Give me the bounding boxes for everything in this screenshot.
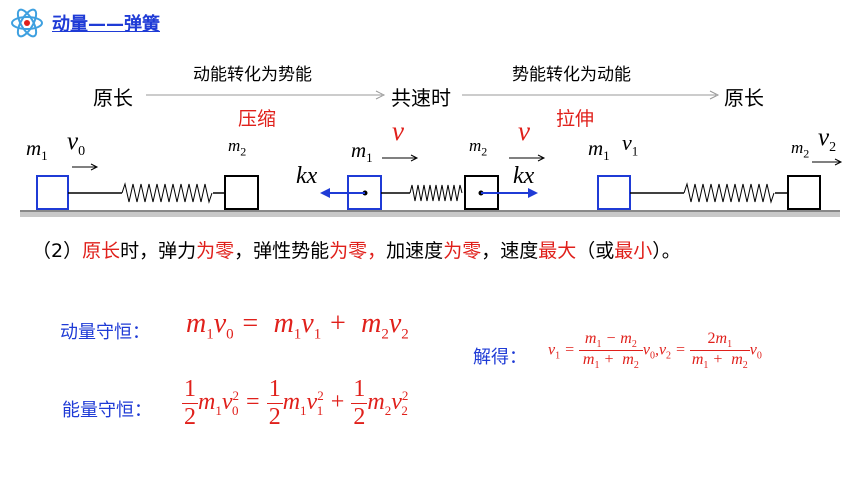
fig2-v-right-label: v [518,116,530,146]
page-title: 动量——弹簧 [52,14,160,35]
figure-final-state [597,158,843,210]
fig3-v2-label: v2 [818,124,837,155]
fig1-v0-label: v0 [67,128,86,159]
fig2-m1-label: m1 [351,138,373,166]
block-m2 [224,175,259,210]
fig2-v-left-label: v [392,116,404,146]
spring-natural [683,182,775,204]
fig3-v1-label: v1 [622,130,639,159]
arrow1-label-top: 动能转化为势能 [193,65,312,85]
state-end: 原长 [724,86,764,110]
figure-initial-state [36,163,259,210]
fig2-kx-left-label: kx [296,163,318,189]
fig2-m2-label: m2 [469,136,488,159]
block-m2 [787,175,821,210]
arrow2-label-top: 势能转化为动能 [512,65,631,85]
atom-icon [11,8,43,38]
fig3-m2-label: m2 [791,138,810,161]
momentum-equation: m1v0 = m1v1 + m2v2 [186,308,409,343]
spring-natural [121,182,213,204]
block-m1 [36,175,69,210]
state-mid: 共速时 [391,86,451,110]
spring-compressed [409,184,463,202]
fig1-m2-label: m2 [228,136,247,159]
arrow1-label-bottom: 压缩 [238,108,277,130]
arrow2-label-bottom: 拉伸 [556,108,595,130]
fig1-m1-label: m1 [26,136,48,164]
solution-label: 解得： [473,347,527,368]
momentum-label: 动量守恒： [60,322,150,343]
fig2-kx-right-label: kx [513,163,535,189]
state-start: 原长 [93,86,133,110]
conclusion-statement: （2）原长时，弹力为零，弹性势能为零，加速度为零，速度最大（或最小）。 [32,240,681,262]
block-m1 [597,175,631,210]
ground-surface [20,210,840,217]
energy-label: 能量守恒： [62,400,152,421]
figure-compressed-state [320,154,546,210]
process-arrows [146,90,720,100]
spring-diagram [20,154,843,217]
fig3-m1-label: m1 [588,136,610,164]
